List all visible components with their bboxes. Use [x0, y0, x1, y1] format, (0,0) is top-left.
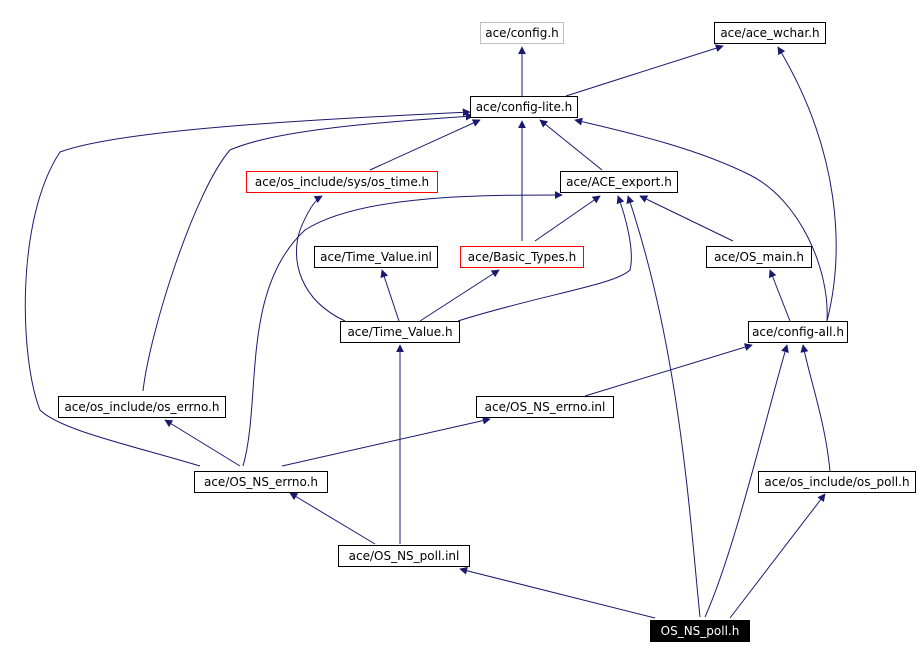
node-os-ns-poll-h-current[interactable]: OS_NS_poll.h [650, 620, 750, 642]
edge-time-value-to-os-time [295, 195, 346, 322]
edge-os-time-to-config-lite [369, 119, 481, 171]
edge-os-ns-errno-inl-to-config-all [584, 343, 753, 397]
edge-os-errno-to-config-lite [142, 112, 474, 392]
edge-config-all-to-config-lite [574, 117, 828, 322]
edge-os-ns-poll-to-ace-export [626, 195, 701, 618]
node-os-ns-errno-h[interactable]: ace/OS_NS_errno.h [194, 471, 328, 493]
node-config-lite-h[interactable]: ace/config-lite.h [470, 96, 578, 118]
node-os-ns-errno-inl[interactable]: ace/OS_NS_errno.inl [476, 396, 614, 418]
edge-os-ns-errno-to-os-errno [164, 419, 241, 467]
node-os-poll-h[interactable]: ace/os_include/os_poll.h [758, 471, 916, 493]
node-basic-types-h[interactable]: ace/Basic_Types.h [460, 246, 584, 268]
edge-config-all-to-os-main [768, 269, 791, 322]
edge-time-value-to-basic-types [419, 269, 500, 322]
node-os-ns-poll-inl[interactable]: ace/OS_NS_poll.inl [338, 545, 470, 567]
node-time-value-inl[interactable]: ace/Time_Value.inl [314, 246, 438, 268]
edge-os-ns-poll-to-os-ns-poll-inl [459, 566, 656, 619]
edge-os-ns-errno-to-config-lite [24, 108, 471, 467]
edge-os-ns-poll-to-os-poll [729, 493, 826, 619]
node-ace-wchar-h[interactable]: ace/ace_wchar.h [714, 22, 826, 44]
edge-ace-export-to-config-lite [539, 119, 603, 171]
edge-config-lite-to-ace-wchar [565, 44, 724, 97]
edge-time-value-to-time-value-inl [380, 269, 400, 322]
edge-config-all-to-ace-wchar [777, 46, 837, 322]
edge-time-value-to-ace-export [457, 195, 632, 322]
node-config-all-h[interactable]: ace/config-all.h [748, 321, 848, 343]
edge-basic-types-to-ace-export [534, 195, 601, 242]
node-time-value-h[interactable]: ace/Time_Value.h [340, 321, 460, 343]
node-os-errno-h[interactable]: ace/os_include/os_errno.h [58, 396, 226, 418]
edge-os-ns-errno-to-os-ns-errno-inl [281, 416, 491, 467]
edge-os-poll-to-config-all [800, 344, 831, 472]
edge-os-ns-poll-to-config-all [704, 344, 789, 618]
node-os-main-h[interactable]: ace/OS_main.h [706, 246, 812, 268]
edge-os-main-to-ace-export [639, 195, 734, 242]
node-config-h[interactable]: ace/config.h [480, 22, 564, 44]
edge-os-ns-poll-inl-to-os-ns-errno [289, 492, 376, 545]
edge-os-ns-errno-to-ace-export [242, 191, 563, 467]
node-os-time-h[interactable]: ace/os_include/sys/os_time.h [246, 171, 438, 193]
node-ace-export-h[interactable]: ace/ACE_export.h [560, 171, 678, 193]
